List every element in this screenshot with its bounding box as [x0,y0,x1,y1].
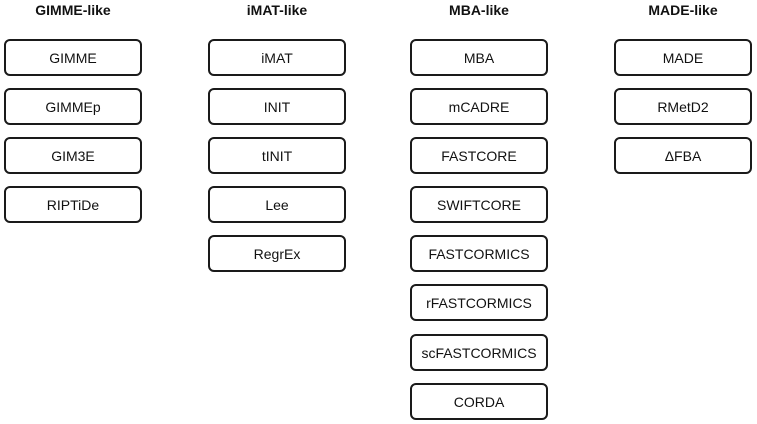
method-box: FASTCORMICS [410,235,548,272]
method-box: Lee [208,186,346,223]
column-title: MADE-like [648,2,718,18]
method-box: iMAT [208,39,346,76]
method-box: CORDA [410,383,548,420]
method-box: scFASTCORMICS [410,334,548,371]
column-title: iMAT-like [246,2,308,18]
method-box: SWIFTCORE [410,186,548,223]
method-box: ΔFBA [614,137,752,174]
method-box: RMetD2 [614,88,752,125]
column-title: GIMME-like [35,2,111,18]
method-box: GIMME [4,39,142,76]
method-box: GIMMEp [4,88,142,125]
column-title: MBA-like [449,2,509,18]
method-box: mCADRE [410,88,548,125]
method-box: FASTCORE [410,137,548,174]
method-box: RegrEx [208,235,346,272]
method-box: INIT [208,88,346,125]
method-box: tINIT [208,137,346,174]
method-box: RIPTiDe [4,186,142,223]
method-box: MADE [614,39,752,76]
method-box: rFASTCORMICS [410,284,548,321]
method-box: MBA [410,39,548,76]
method-box: GIM3E [4,137,142,174]
